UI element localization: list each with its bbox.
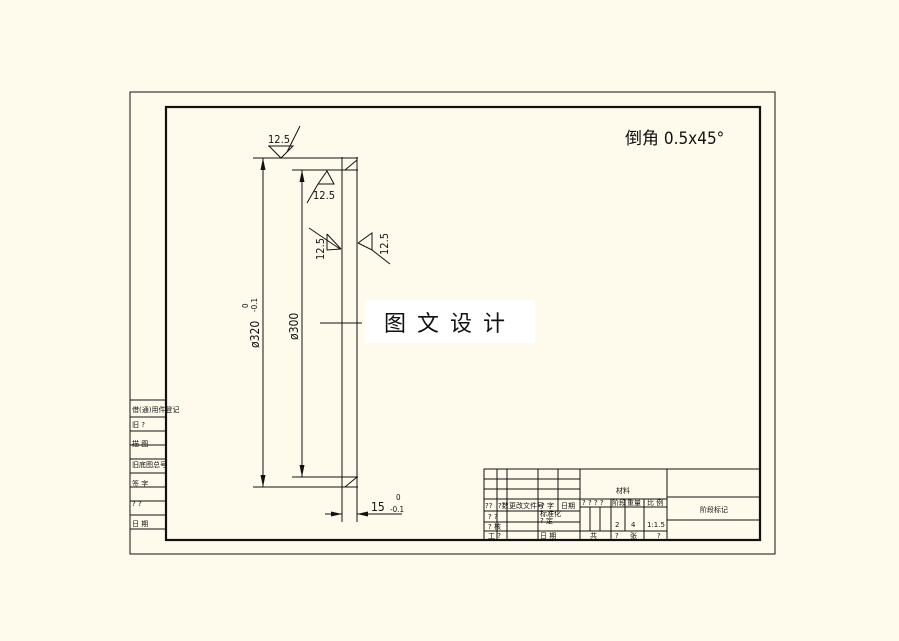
svg-text:旧 ?: 旧 ? [132, 421, 145, 429]
svg-text:? 定: ? 定 [540, 516, 553, 525]
inner-frame [164, 105, 762, 542]
svg-text:? ?: ? ? [132, 500, 142, 508]
dimension-inner-diameter: ø300 [287, 170, 305, 477]
outer-border [129, 91, 776, 555]
svg-text:比 例: 比 例 [647, 498, 663, 507]
svg-text:4: 4 [631, 521, 636, 529]
svg-text:15: 15 [371, 500, 385, 514]
part-section [253, 157, 362, 522]
svg-text:日 期: 日 期 [132, 520, 148, 528]
svg-text:0: 0 [241, 303, 250, 308]
svg-text:?: ? [615, 532, 619, 540]
svg-text:更改文件号: 更改文件号 [509, 501, 544, 510]
watermark: 图文设计 [365, 300, 535, 343]
dimension-outer-diameter: ø320 0 -0.1 [241, 158, 266, 487]
roughness-symbol-right-face: 12.5 [357, 232, 391, 265]
svg-text:? 核: ? 核 [488, 522, 501, 531]
svg-text:张: 张 [630, 531, 637, 540]
svg-text:签 字: 签 字 [132, 479, 148, 488]
roughness-symbol-top: 12.5 [268, 125, 301, 159]
svg-text:??: ?? [485, 502, 493, 510]
svg-text:旧底图总号: 旧底图总号 [132, 460, 167, 469]
svg-text:?数: ?数 [498, 501, 509, 510]
svg-text:描 图: 描 图 [132, 439, 148, 448]
svg-text:12.5: 12.5 [268, 133, 290, 146]
svg-text:? 字: ? 字 [541, 501, 554, 510]
roughness-symbol-left-face: 12.5 [308, 227, 342, 260]
chamfer-note: 倒角 0.5x45° [625, 129, 724, 149]
svg-text:ø300: ø300 [287, 313, 301, 340]
svg-text:工 ?: 工 ? [488, 532, 501, 540]
svg-text:-0.1: -0.1 [390, 505, 404, 514]
svg-text:阶段标记: 阶段标记 [700, 505, 728, 514]
svg-text:阶段: 阶段 [612, 498, 626, 507]
svg-text:日 期: 日 期 [540, 532, 556, 540]
svg-text:-0.1: -0.1 [250, 298, 259, 312]
svg-text:材料: 材料 [616, 486, 630, 495]
svg-text:借(通)用件登记: 借(通)用件登记 [132, 405, 179, 414]
svg-text:0: 0 [396, 493, 401, 502]
svg-text:ø320: ø320 [248, 321, 262, 348]
svg-text:? ?: ? ? [488, 513, 498, 521]
title-block: 材料 阶段标记 ?? ?数 更改文件号 ? 字 日期 ? ? ? 核 工 ? 标… [483, 468, 761, 541]
svg-text:重量: 重量 [627, 499, 641, 507]
svg-text:2: 2 [615, 521, 619, 529]
roughness-symbol-inner: 12.5 [306, 170, 335, 204]
svg-text:日期: 日期 [561, 502, 575, 510]
svg-text:1:1.5: 1:1.5 [647, 521, 665, 529]
svg-text:共: 共 [590, 531, 597, 540]
side-registration-table: 借(通)用件登记 旧 ? 描 图 旧底图总号 签 字 ? ? 日 期 [130, 399, 179, 530]
svg-text:12.5: 12.5 [313, 189, 335, 202]
svg-text:? ? ? ?: ? ? ? ? [582, 499, 604, 507]
svg-text:12.5: 12.5 [314, 238, 327, 260]
svg-text:标准化: 标准化 [540, 509, 561, 518]
dimension-width: 15 0 -0.1 [325, 493, 404, 517]
svg-text:?: ? [657, 532, 661, 540]
svg-text:12.5: 12.5 [378, 233, 391, 255]
